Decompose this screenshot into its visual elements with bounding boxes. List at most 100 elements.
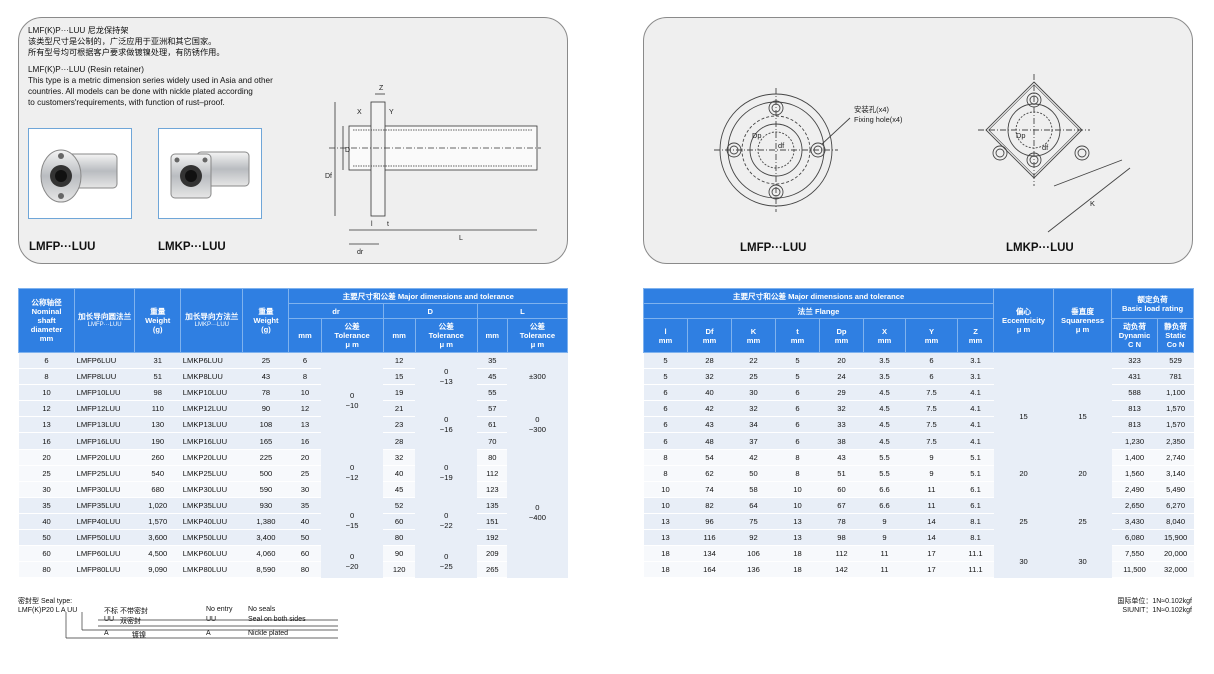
cell-lmfp-model: LMFP40LUU <box>74 513 135 531</box>
cell-dynamic-load: 6,080 <box>1111 529 1158 547</box>
cell-tol-D-upper: 0 <box>444 463 449 473</box>
cell-D: 19 <box>383 384 416 402</box>
cell-static-load: 8,040 <box>1157 513 1194 531</box>
cell-tol-D: 0−19 <box>415 449 478 498</box>
cn-title: LMF(K)P···LUU 尼龙保持架 <box>28 26 129 35</box>
cell-lmkp-model: LMKP80LUU <box>180 561 243 579</box>
cell-dynamic-load: 431 <box>1111 368 1158 386</box>
cell-dp: 32 <box>819 400 864 418</box>
th-L: L <box>476 303 569 319</box>
cell-lmkp-model: LMKP8LUU <box>180 368 243 386</box>
cell-weight-kp: 3,400 <box>242 529 289 547</box>
cell-df: 42 <box>687 400 732 418</box>
en-title: LMF(K)P···LUU (Resin retainer) <box>28 65 145 74</box>
cell-eccentricity: 25 <box>993 497 1054 547</box>
cn-desc-1: 该类型尺寸是公制的，广泛应用于亚洲和其它国家。 <box>28 37 217 46</box>
cell-dr: 13 <box>288 416 322 434</box>
cell-weight-fp: 540 <box>134 465 181 482</box>
cell-static-load: 2,350 <box>1157 432 1194 450</box>
cell-tol-dr-lower: −10 <box>345 400 359 410</box>
cell-D: 28 <box>383 432 416 450</box>
en-desc-2: countries. All models can be done with n… <box>28 87 253 96</box>
cross-section-drawing: Z X Y Df D dr l t L <box>325 85 541 256</box>
cell-dr: 8 <box>288 368 322 386</box>
cell-tol-D: 0−25 <box>415 545 478 579</box>
cell-k: 37 <box>731 432 776 450</box>
cell-lmfp-model: LMFP10LUU <box>74 384 135 402</box>
cell-lmfp-model: LMFP8LUU <box>74 368 135 386</box>
right-info-panel: 安装孔(x4) Fixing hole(x4) Dp df Dp df K LM… <box>643 17 1193 264</box>
cell-shaft: 40 <box>18 513 75 531</box>
cell-l: 10 <box>643 497 688 514</box>
cell-df: 116 <box>687 529 732 547</box>
cell-weight-fp: 3,600 <box>134 529 181 547</box>
cell-lmfp-model: LMFP13LUU <box>74 416 135 434</box>
cell-L: 192 <box>477 529 508 547</box>
cell-dynamic-load: 323 <box>1111 352 1158 370</box>
cell-dp: 60 <box>819 481 864 498</box>
legend-r3b: 镀镍 <box>132 632 146 639</box>
cell-D: 120 <box>383 561 416 579</box>
cell-D: 45 <box>383 481 416 498</box>
cell-weight-fp: 9,090 <box>134 561 181 579</box>
cell-z: 11.1 <box>957 545 994 563</box>
cell-tol-dr-lower: −15 <box>345 521 359 531</box>
cell-x: 3.5 <box>863 352 906 370</box>
cell-k: 106 <box>731 545 776 563</box>
cell-x: 4.5 <box>863 432 906 450</box>
th-dr: dr <box>288 303 384 319</box>
cell-lmkp-model: LMKP35LUU <box>180 497 243 514</box>
legend-r1c: No entry <box>206 606 233 613</box>
cell-lmkp-model: LMKP50LUU <box>180 529 243 547</box>
photo-square-flange <box>158 128 262 219</box>
cell-weight-kp: 1,380 <box>242 513 289 531</box>
legend-r2b: 双密封 <box>120 618 141 625</box>
cell-squareness: 15 <box>1053 384 1112 450</box>
cell-weight-kp: 8,590 <box>242 561 289 579</box>
cell-dr: 16 <box>288 432 322 450</box>
cell-L: 45 <box>477 368 508 386</box>
cell-L: 135 <box>477 497 508 514</box>
cell-weight-fp: 130 <box>134 416 181 434</box>
cell-l: 13 <box>643 513 688 531</box>
cell-dr: 80 <box>288 561 322 579</box>
cell-z: 6.1 <box>957 481 994 498</box>
cell-t: 13 <box>775 513 820 531</box>
cell-l: 13 <box>643 529 688 547</box>
cell-t: 5 <box>775 368 820 386</box>
cell-z: 5.1 <box>957 465 994 482</box>
cell-df: 40 <box>687 384 732 402</box>
cell-y: 6 <box>905 352 958 370</box>
cell-l: 6 <box>643 384 688 402</box>
cell-tol-D: 0−22 <box>415 497 478 547</box>
cell-weight-fp: 51 <box>134 368 181 386</box>
cell-t: 6 <box>775 432 820 450</box>
cell-weight-kp: 590 <box>242 481 289 498</box>
cell-tol-L-lower: −400 <box>528 513 546 523</box>
cell-dynamic-load: 7,550 <box>1111 545 1158 563</box>
cell-y: 7.5 <box>905 416 958 434</box>
cell-weight-fp: 1,570 <box>134 513 181 531</box>
cell-shaft: 12 <box>18 400 75 418</box>
cell-t: 18 <box>775 561 820 579</box>
cell-df: 82 <box>687 497 732 514</box>
cell-dr: 10 <box>288 384 322 402</box>
cell-dr: 6 <box>288 352 322 370</box>
cell-weight-kp: 165 <box>242 432 289 450</box>
cell-df: 134 <box>687 545 732 563</box>
cell-dp: 142 <box>819 561 864 579</box>
cell-static-load: 20,000 <box>1157 545 1194 563</box>
cell-k: 25 <box>731 368 776 386</box>
cell-static-load: 1,570 <box>1157 400 1194 418</box>
legend-r3d: Nickle plated <box>248 630 289 637</box>
cell-tol-L-upper: 0 <box>535 414 540 424</box>
cell-df: 62 <box>687 465 732 482</box>
cell-lmfp-model: LMFP80LUU <box>74 561 135 579</box>
cell-dynamic-load: 813 <box>1111 400 1158 418</box>
